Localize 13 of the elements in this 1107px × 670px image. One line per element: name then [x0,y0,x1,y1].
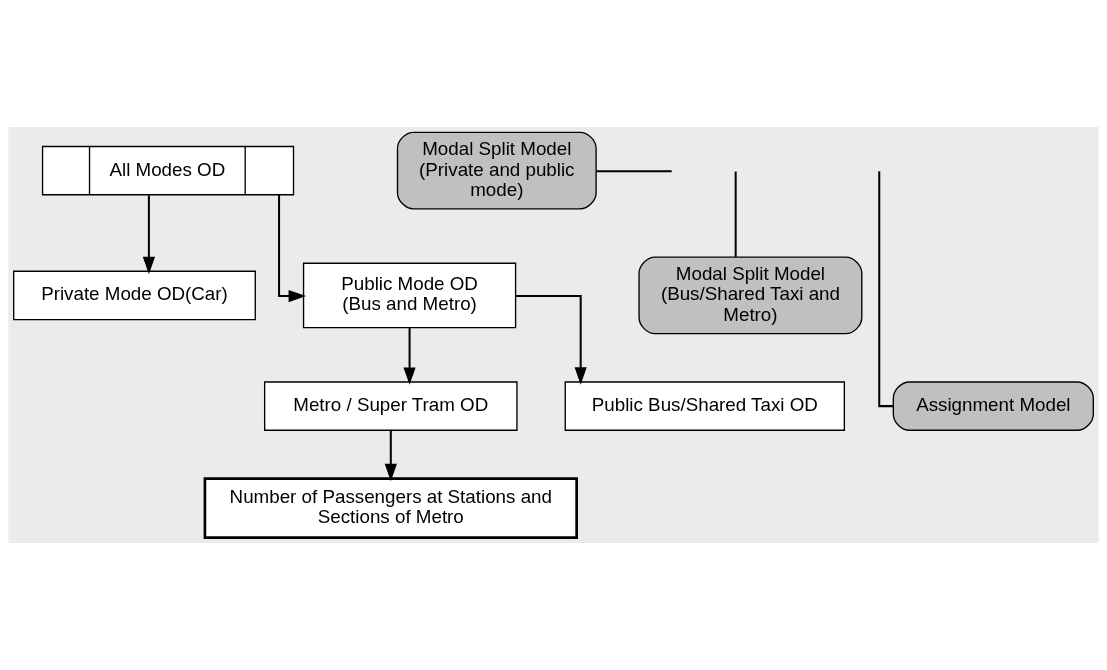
arrow [403,328,416,385]
node-box: Number of Passengers at Stations and Sections of Metro [203,477,578,539]
node-box: Public Bus/Shared Taxi OD [564,381,846,431]
node-box: Private Mode OD(Car) [13,270,256,321]
arrow [278,194,307,303]
node-box: Modal Split Model (Private and public mode) [396,131,597,210]
arrow [142,195,155,275]
arrow [384,430,397,482]
node-box: Public Mode OD (Bus and Metro) [302,262,517,329]
node-box: Metro / Super Tram OD [263,381,518,431]
node-box: Assignment Model [892,381,1094,431]
arrow [516,295,587,385]
node-box: Modal Split Model (Bus/Shared Taxi and Metro) [638,256,863,335]
